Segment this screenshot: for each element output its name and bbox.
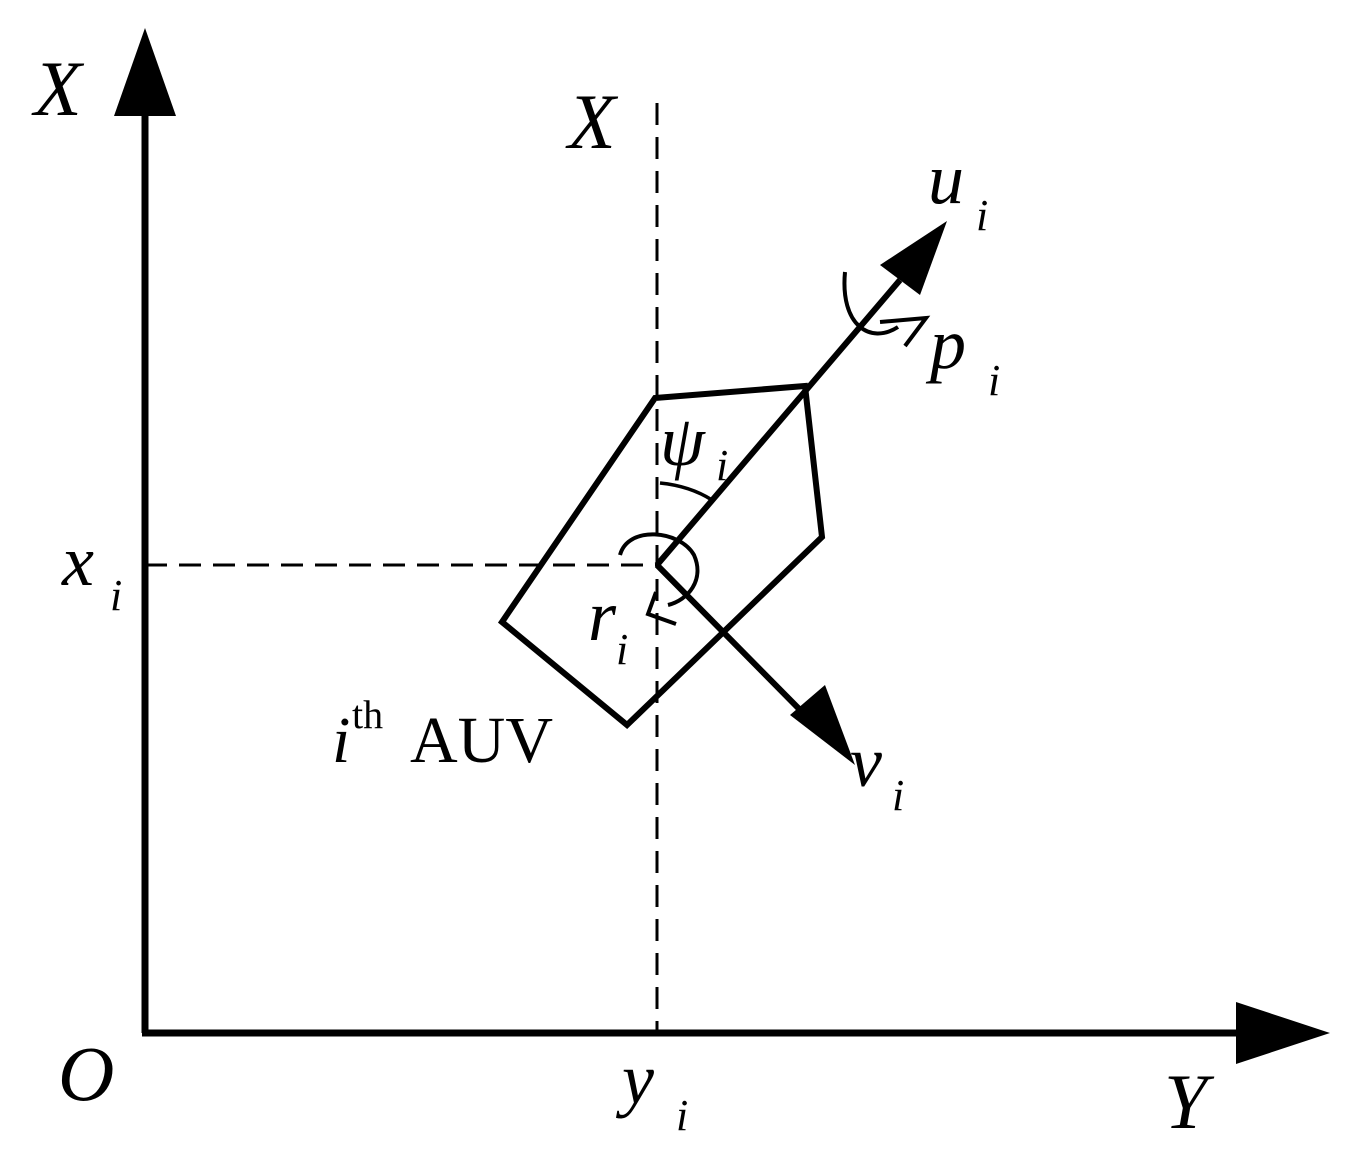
x-axis-label: X: [31, 45, 85, 132]
r-subscript: i: [616, 625, 628, 674]
y-axis-label: Y: [1164, 1058, 1215, 1145]
v-subscript: i: [892, 771, 904, 820]
psi-label: ψ: [660, 401, 706, 481]
r-label: r: [588, 576, 617, 656]
v-label: v: [850, 722, 882, 802]
x-axis-arrowhead: [114, 28, 176, 116]
yaw-rate-arc: [618, 532, 700, 607]
p-label: p: [925, 304, 966, 384]
origin-label: O: [58, 1030, 114, 1117]
v-axis-line: [654, 562, 815, 725]
roll-arc-p-arrowhead: [879, 315, 931, 348]
roll-arc-p: [842, 271, 900, 336]
u-label: u: [928, 139, 964, 219]
auv-index-label: i: [332, 704, 350, 777]
x-coord-label: x: [61, 521, 94, 601]
x-coord-subscript: i: [110, 571, 122, 620]
y-coord-subscript: i: [676, 1091, 688, 1140]
heading-angle-arc: [659, 481, 713, 502]
u-axis-arrowhead: [880, 221, 947, 295]
body-x-label: X: [565, 78, 619, 165]
y-axis-arrowhead: [1236, 1002, 1330, 1064]
v-axis-arrowhead: [790, 685, 855, 765]
auv-superscript: th: [352, 692, 383, 737]
psi-subscript: i: [716, 441, 728, 490]
yaw-rate-arrowhead: [645, 591, 677, 626]
y-coord-label: y: [615, 1039, 654, 1119]
p-subscript: i: [988, 356, 1000, 405]
u-subscript: i: [976, 191, 988, 240]
auv-text-label: AUV: [410, 704, 553, 777]
